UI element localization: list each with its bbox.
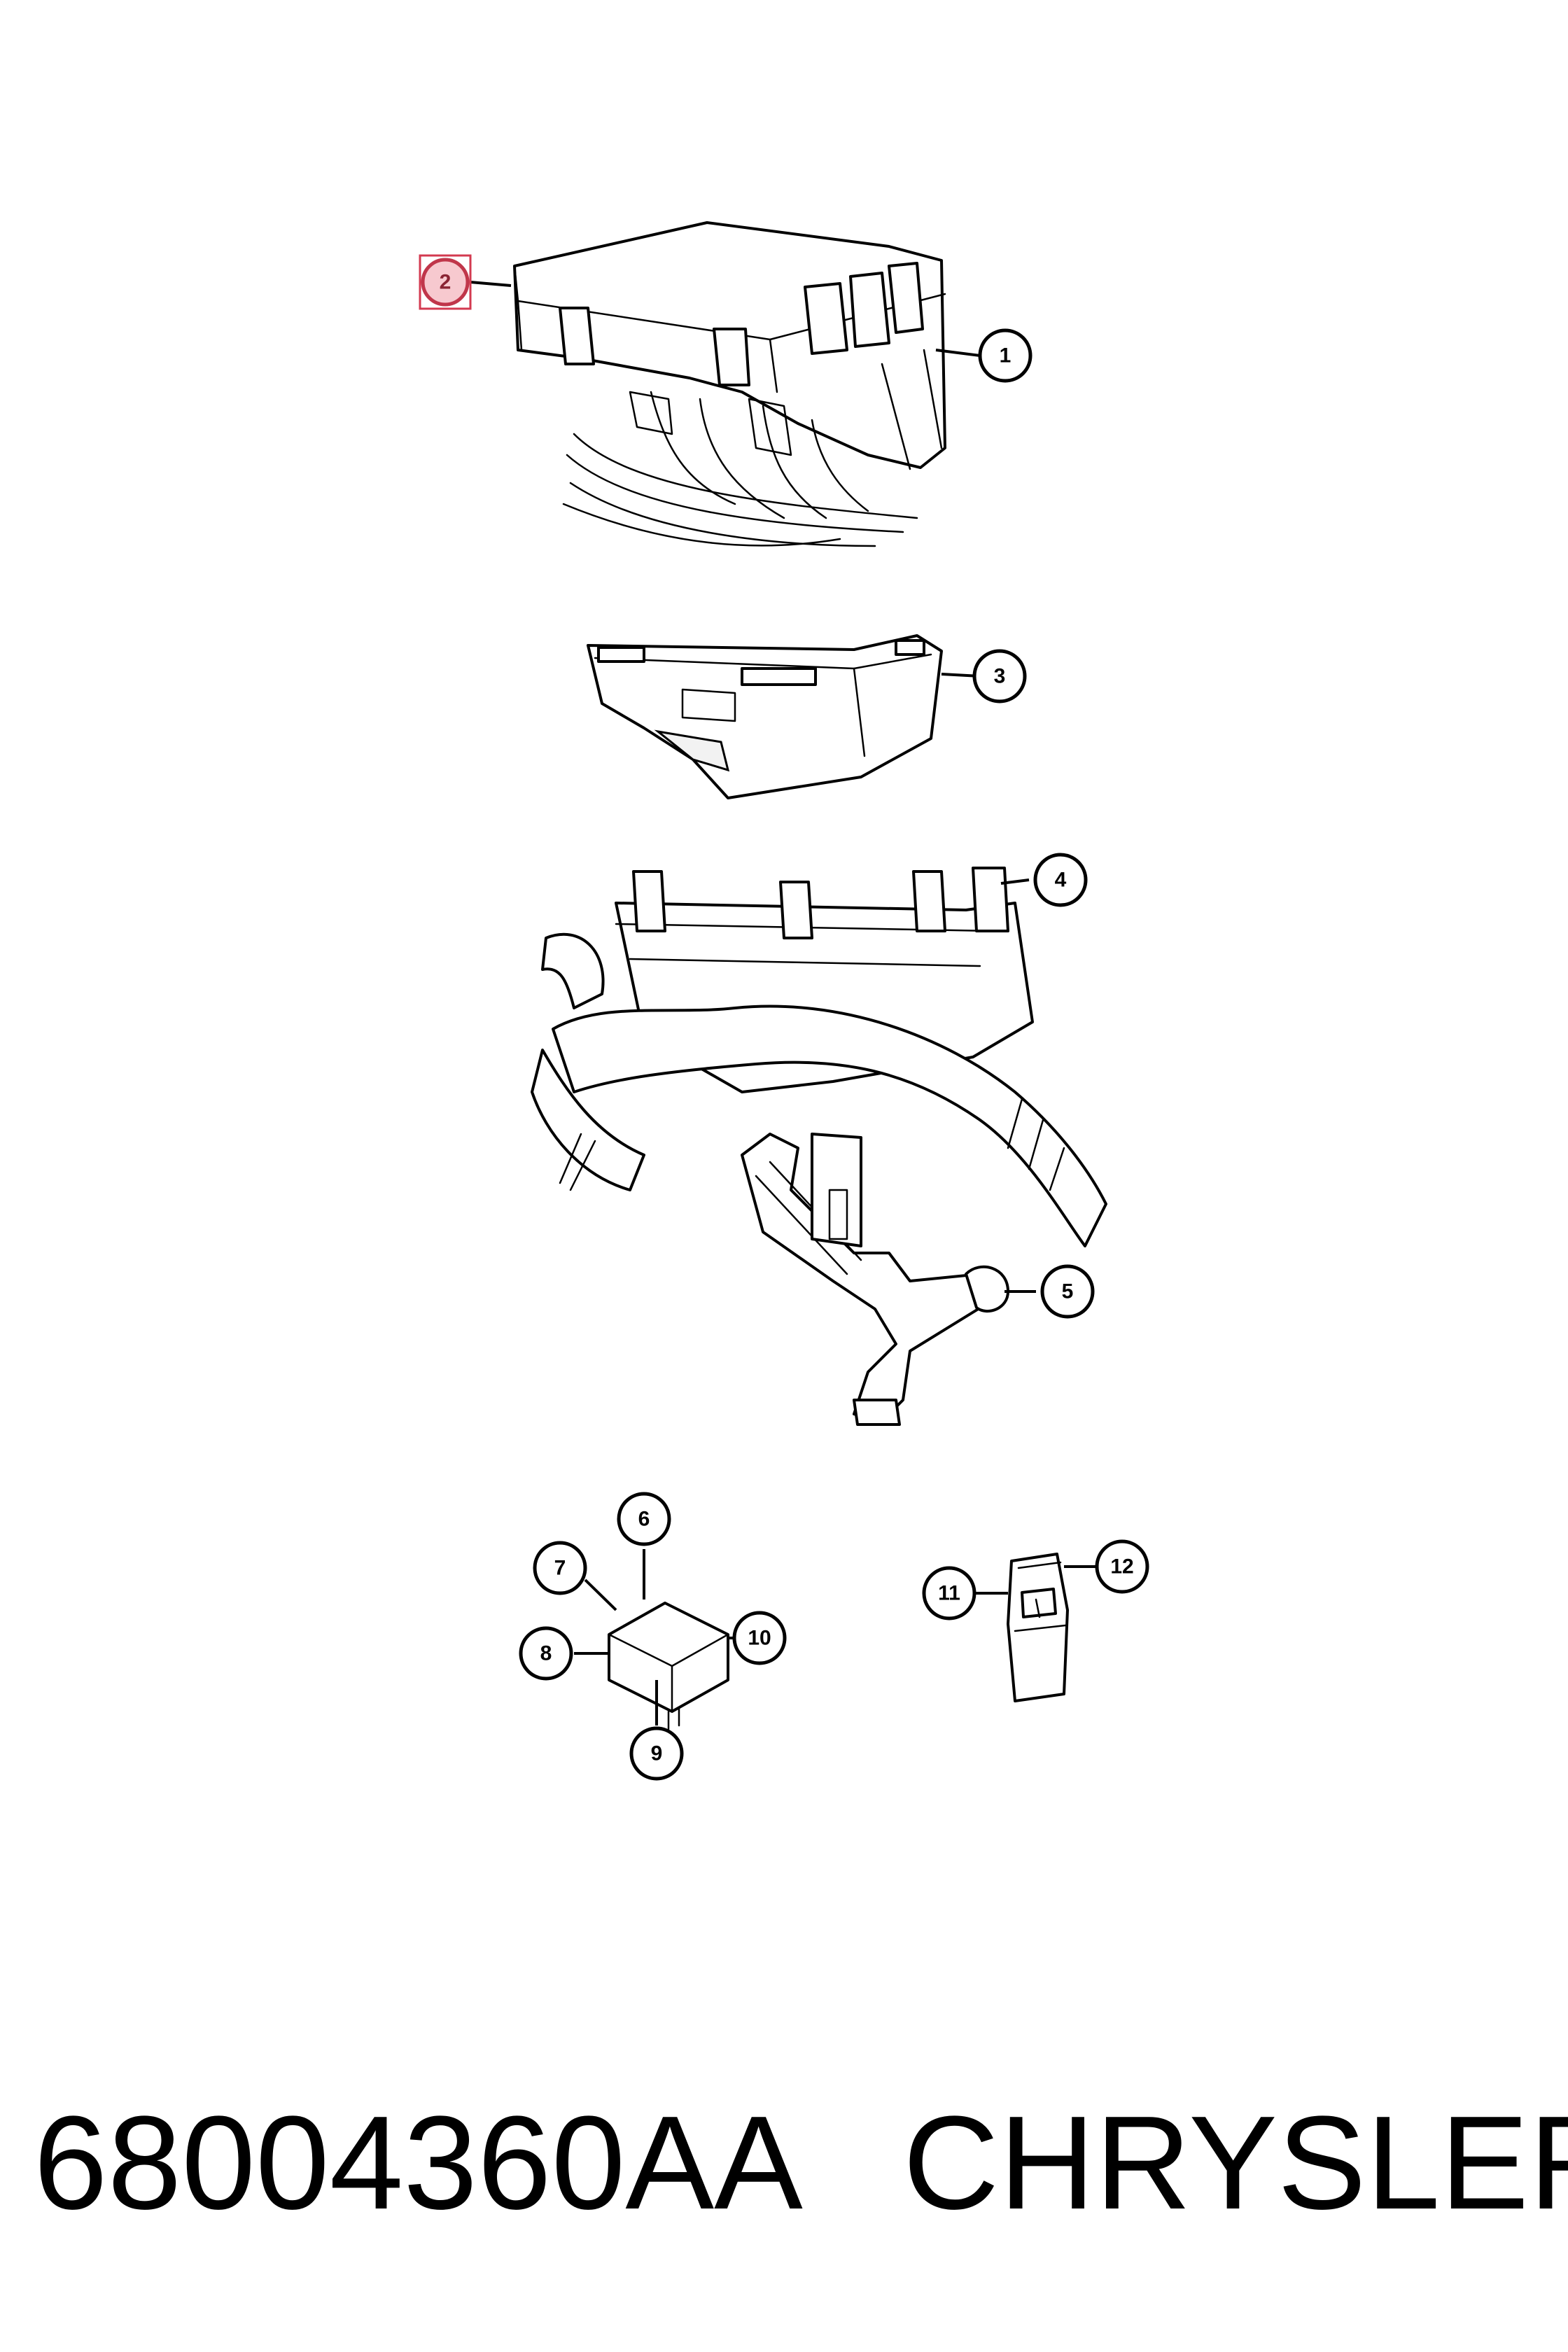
- callout-11-label: 11: [938, 1582, 960, 1605]
- power-distribution-center: [513, 221, 946, 547]
- callout-10[interactable]: 10: [732, 1611, 787, 1665]
- callout-3[interactable]: 3: [972, 649, 1027, 704]
- cartridge-fuse: [1007, 1553, 1069, 1702]
- callout-8[interactable]: 8: [519, 1626, 573, 1681]
- callout-7[interactable]: 7: [533, 1541, 587, 1595]
- callout-2[interactable]: 2: [419, 254, 472, 310]
- callout-4-label: 4: [1055, 869, 1067, 892]
- brand-name: CHRYSLER: [903, 2089, 1568, 2237]
- callout-12-label: 12: [1110, 1555, 1133, 1578]
- callout-6[interactable]: 6: [617, 1492, 671, 1546]
- callout-9-label: 9: [651, 1742, 663, 1765]
- callout-5-label: 5: [1062, 1280, 1074, 1303]
- callout-5[interactable]: 5: [1040, 1264, 1095, 1319]
- callout-7-label: 7: [554, 1557, 566, 1580]
- callout-6-label: 6: [638, 1508, 650, 1531]
- leader-lines: [470, 281, 1096, 1726]
- callout-10-label: 10: [748, 1627, 771, 1650]
- callout-1[interactable]: 1: [978, 328, 1032, 383]
- callout-12[interactable]: 12: [1095, 1539, 1149, 1594]
- callout-11[interactable]: 11: [922, 1566, 976, 1620]
- part-number: 68004360AA: [34, 2089, 803, 2237]
- relay-box-cover: [587, 634, 943, 799]
- callout-4[interactable]: 4: [1033, 853, 1088, 907]
- callout-1-label: 1: [1000, 344, 1011, 368]
- callout-9[interactable]: 9: [629, 1726, 684, 1781]
- callout-2-label: 2: [440, 271, 451, 294]
- mounting-bracket: [741, 1133, 1009, 1426]
- callout-8-label: 8: [540, 1642, 552, 1665]
- callout-3-label: 3: [994, 665, 1006, 688]
- relay-cube: [608, 1602, 729, 1730]
- wiring-harness-bracket: [531, 867, 1107, 1247]
